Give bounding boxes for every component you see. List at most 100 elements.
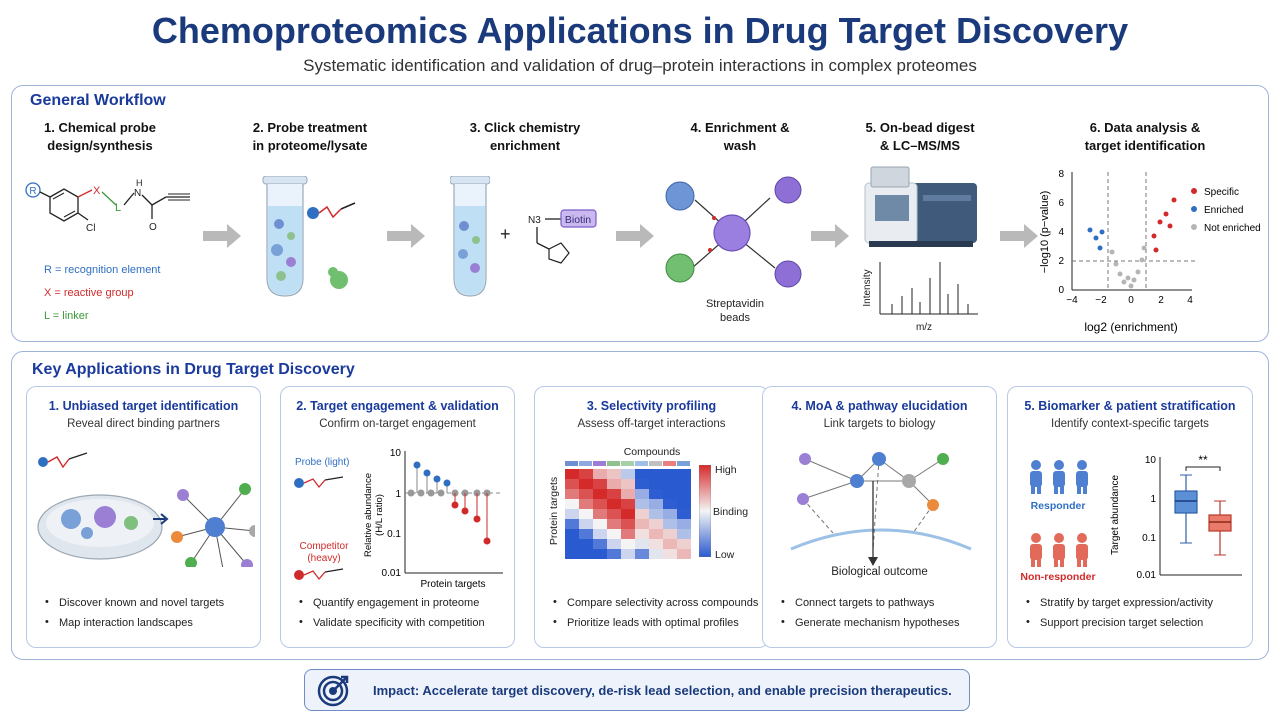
heatmap-cell: [635, 549, 649, 559]
boxplot-ytick: 10: [1145, 455, 1157, 466]
heatmap-cell: [579, 479, 593, 489]
non-responder-people-icon: [1030, 533, 1088, 567]
heatmap-cell: [663, 489, 677, 499]
compound-header-swatch: [593, 461, 606, 466]
heatmap-cell: [565, 499, 579, 509]
responder-people-icon: [1030, 460, 1088, 494]
heatmap-cell: [677, 529, 691, 539]
probe-light-label: Probe (light): [295, 457, 350, 468]
card-subtitle: Link targets to biology: [823, 418, 936, 430]
ms-x-label: m/z: [916, 322, 932, 333]
heatmap-cell: [677, 519, 691, 529]
compound-header-swatch: [579, 461, 592, 466]
heatmap-cell: [621, 509, 635, 519]
target-bullseye-icon: [317, 675, 349, 707]
heatmap-cell: [663, 529, 677, 539]
boxplot-ylabel: Target abundance: [1110, 475, 1121, 556]
engagement-xlabel: Protein targets: [420, 579, 485, 590]
heatmap-cell: [635, 499, 649, 509]
target-network-diagram: [37, 452, 255, 567]
heatmap-cell: [663, 539, 677, 549]
heatmap-cell: [565, 469, 579, 479]
bullet-item: Compare selectivity across compounds: [553, 596, 758, 609]
heatmap-cell: [621, 539, 635, 549]
application-card-selectivity: 3. Selectivity profiling Assess off-targ…: [534, 386, 769, 648]
card-bullets: Quantify engagement in proteome Validate…: [299, 596, 485, 637]
card-bullets: Compare selectivity across compounds Pri…: [553, 596, 758, 637]
probe-structure-diagram: R X L H N O Cl: [25, 178, 190, 234]
bullet-item: Connect targets to pathways: [781, 596, 959, 609]
heatmap-cell: [607, 499, 621, 509]
heatmap-ylabel: Protein targets: [548, 476, 560, 546]
l-atom-label: L: [115, 202, 121, 214]
heatmap-cell: [677, 539, 691, 549]
o-atom-label: O: [149, 222, 157, 233]
h-atom-label: H: [136, 178, 143, 188]
heatmap-cell: [677, 479, 691, 489]
heatmap-cell: [649, 519, 663, 529]
card-subtitle: Reveal direct binding partners: [67, 418, 220, 430]
competitor-label: Competitor(heavy): [299, 541, 349, 564]
non-responder-box: [1208, 514, 1232, 532]
heatmap-cell: [579, 529, 593, 539]
heatmap-cell: [649, 529, 663, 539]
heatmap-cell: [607, 479, 621, 489]
heatmap-cell: [579, 549, 593, 559]
heatmap-cell: [621, 519, 635, 529]
x-atom-label: X: [93, 185, 101, 197]
volcano-legend-specific: Specific: [1204, 187, 1239, 198]
workflow-arrow-2-icon: [387, 224, 425, 248]
compound-header-swatch: [565, 461, 578, 466]
n-atom-label: N: [134, 188, 141, 199]
volcano-xtick: 2: [1158, 295, 1164, 306]
volcano-ytick: 2: [1058, 256, 1064, 267]
mass-spectrometer-icon: [864, 166, 977, 247]
workflow-arrow-1-icon: [203, 224, 241, 248]
biotin-label: Biotin: [565, 214, 591, 226]
volcano-plot: 0 2 4 6 8 −4 −2 0 2 4 log2 (enrichment) …: [1039, 169, 1261, 334]
heatmap-cell: [565, 479, 579, 489]
heatmap-cell: [649, 549, 663, 559]
heatmap-cell: [635, 509, 649, 519]
competitor-icon: [294, 568, 344, 581]
heatmap-cell: [677, 489, 691, 499]
heatmap-cell: [607, 509, 621, 519]
significance-marker: **: [1198, 453, 1208, 467]
engagement-ytick: 0.01: [382, 568, 402, 579]
card-title: 4. MoA & pathway elucidation: [791, 399, 968, 413]
scale-low-label: Low: [715, 549, 735, 561]
compound-header-swatch: [635, 461, 648, 466]
workflow-step-4-title: 4. Enrichment &wash: [690, 120, 790, 153]
proteome-tube-icon: [262, 176, 356, 297]
application-card-target-engagement: 2. Target engagement & validation Confir…: [280, 386, 515, 648]
card-title: 5. Biomarker & patient stratification: [1024, 399, 1236, 413]
boxplot-ytick: 0.1: [1142, 533, 1156, 544]
heatmap-cell: [579, 539, 593, 549]
heatmap-cell: [621, 489, 635, 499]
cl-atom-label: Cl: [86, 223, 95, 234]
volcano-xtick: −4: [1066, 295, 1078, 306]
heatmap-cell: [663, 519, 677, 529]
workflow-step-6-title: 6. Data analysis &target identification: [1084, 120, 1206, 153]
responder-box: [1174, 490, 1198, 514]
streptavidin-beads-diagram: [665, 176, 802, 288]
heatmap-cell: [593, 539, 607, 549]
heatmap-cell: [649, 499, 663, 509]
heatmap-cell: [565, 519, 579, 529]
card-title: 2. Target engagement & validation: [296, 399, 499, 413]
azide-label: N3: [528, 215, 541, 226]
card-bullets: Discover known and novel targets Map int…: [45, 596, 224, 637]
heatmap-cell: [621, 499, 635, 509]
heatmap-cell: [565, 549, 579, 559]
heatmap-color-scale: [699, 465, 711, 557]
volcano-ytick: 6: [1058, 198, 1064, 209]
plus-sign: +: [500, 224, 511, 244]
bullet-item: Map interaction landscapes: [45, 616, 224, 629]
volcano-ylabel: −log10 (p−value): [1039, 191, 1051, 274]
heatmap-cell: [593, 469, 607, 479]
heatmap-cell: [649, 469, 663, 479]
heatmap-cell: [649, 539, 663, 549]
